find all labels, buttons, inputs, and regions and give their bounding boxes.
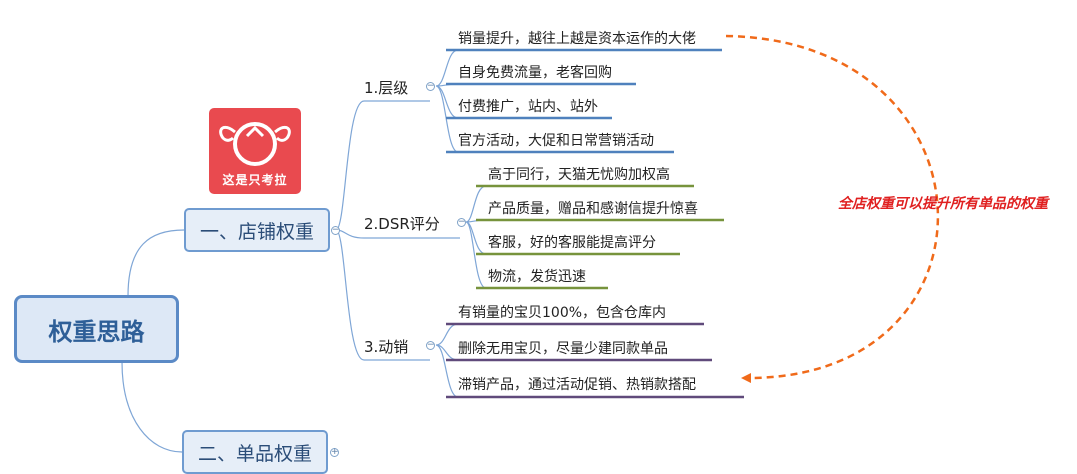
koala-face-icon: [219, 122, 291, 166]
connector-tier-leaves: [435, 49, 459, 153]
group-dsr-collapse-toggle[interactable]: −: [457, 217, 466, 227]
connector-store-movement: [335, 229, 430, 361]
branch-store-weight[interactable]: 一、店铺权重: [184, 208, 330, 252]
dsr-item-4: 物流，发货迅速: [488, 269, 586, 285]
group-tier-collapse-toggle[interactable]: −: [426, 81, 435, 91]
tier-item-3: 付费推广，站内、站外: [458, 99, 598, 115]
dsr-item-1: 高于同行，天猫无忧购加权高: [488, 167, 670, 183]
movement-item-1: 有销量的宝贝100%，包含仓库内: [458, 305, 667, 321]
movement-item-3: 滞销产品，通过活动促销、热销款搭配: [458, 377, 696, 393]
koala-logo: 这是只考拉: [209, 108, 301, 194]
tier-item-1: 销量提升，越往上越是资本运作的大佬: [458, 31, 696, 47]
dsr-item-2: 产品质量，赠品和感谢信提升惊喜: [488, 201, 698, 217]
branch-item-weight[interactable]: 二、单品权重: [182, 430, 328, 474]
connector-root-store: [127, 229, 185, 297]
connector-dsr-leaves: [465, 185, 487, 289]
branch-item-expand-toggle[interactable]: +: [330, 447, 339, 457]
group-movement-collapse-toggle[interactable]: −: [426, 340, 435, 350]
group-movement-label[interactable]: 3.动销: [364, 338, 409, 356]
movement-item-2: 删除无用宝贝，尽量少建同款单品: [458, 341, 668, 357]
dsr-item-3: 客服，好的客服能提高评分: [488, 235, 656, 251]
tier-item-4: 官方活动，大促和日常营销活动: [458, 133, 654, 149]
root-node[interactable]: 权重思路: [14, 295, 179, 363]
connector-store-tier: [335, 100, 430, 231]
branch-store-collapse-toggle[interactable]: −: [331, 225, 340, 235]
tier-item-2: 自身免费流量，老客回购: [458, 65, 612, 81]
group-tier-label[interactable]: 1.层级: [364, 79, 409, 97]
group-dsr-label[interactable]: 2.DSR评分: [364, 215, 440, 233]
relation-arrow: [725, 34, 939, 384]
logo-text: 这是只考拉: [222, 173, 288, 187]
relation-annotation: 全店权重可以提升所有单品的权重: [838, 196, 1048, 212]
connector-root-item: [121, 361, 183, 453]
